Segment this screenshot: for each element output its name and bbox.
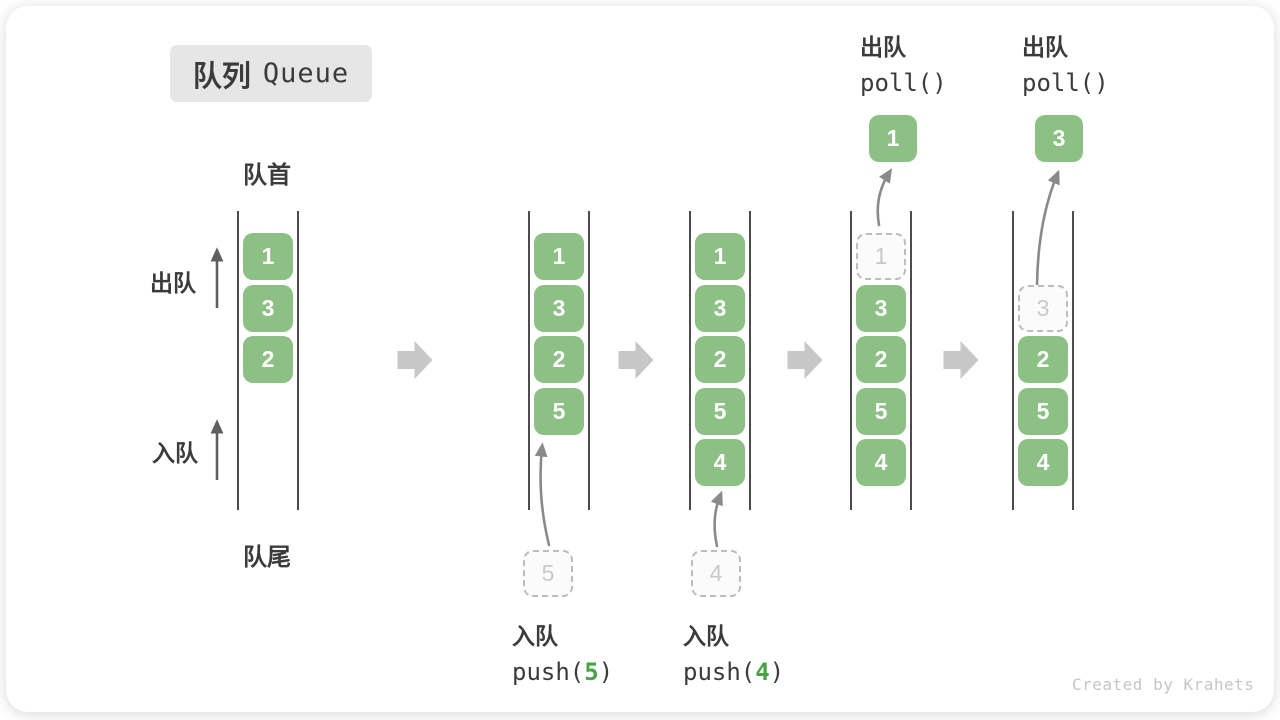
watermark: Created by Krahets [1072,675,1255,694]
enqueue-annotation-1-code: push(5) [512,658,613,686]
enqueue-annotation-1-label: 入队 [512,623,558,649]
dequeue-annotation-1: 出队 poll() [860,28,947,97]
state-transition-arrow-3 [787,341,823,379]
queue-wall-right-state-4-after-poll [910,211,912,510]
code-post: ) [598,658,614,686]
enqueue-annotation-1: 入队 push(5) [512,617,613,686]
incoming-element-4: 4 [691,550,741,597]
dequeue-annotation-2-label: 出队 [1022,34,1068,60]
title-zh: 队列 [192,60,251,93]
queue-slot-solid-4: 4 [856,439,906,486]
dequeue-annotation-1-label: 出队 [860,34,906,60]
queue-slot-solid-3: 3 [243,284,293,332]
queue-front-label: 队首 [243,162,291,189]
polled-element-3: 3 [1035,115,1083,162]
dequeue-annotation-1-code: poll() [860,69,947,97]
incoming-element-5: 5 [523,550,573,597]
code-pre: push( [683,658,756,686]
code-arg: 4 [755,658,770,686]
dequeue-annotation-2-code: poll() [1022,69,1109,97]
enqueue-annotation-2-label: 入队 [683,623,729,649]
queue-wall-left-state-1 [237,211,239,510]
enqueue-label: 入队 [152,440,198,466]
queue-slot-ghost-1: 1 [856,233,906,280]
title-en: Queue [262,58,350,89]
polled-element-1: 1 [869,115,917,162]
enqueue-annotation-2: 入队 push(4) [683,617,784,686]
queue-wall-right-state-1 [297,211,299,510]
state-transition-arrow-1 [397,341,433,379]
queue-slot-solid-1: 1 [695,233,745,280]
queue-slot-solid-4: 4 [1018,439,1068,486]
queue-slot-solid-1: 1 [243,233,293,280]
code-pre: push( [512,658,585,686]
queue-slot-solid-5: 5 [856,387,906,435]
state-transition-arrow-2 [618,341,654,379]
state-transition-arrow-4 [943,341,979,379]
title-badge: 队列 Queue [170,45,372,102]
push-5-arrow [534,442,551,547]
queue-wall-right-state-5-after-poll [1072,211,1074,510]
queue-slot-solid-2: 2 [534,336,584,383]
queue-slot-solid-5: 5 [534,387,584,435]
queue-wall-right-state-2-after-push-5 [588,211,590,510]
queue-slot-solid-4: 4 [695,439,745,486]
queue-wall-left-state-2-after-push-5 [528,211,530,510]
poll-3-arrow [1035,169,1060,287]
poll-1-arrow [876,168,893,227]
code-post: ) [769,658,785,686]
dequeue-label: 出队 [150,270,196,296]
dequeue-annotation-2: 出队 poll() [1022,28,1109,97]
queue-slot-solid-5: 5 [1018,387,1068,435]
queue-slot-solid-2: 2 [856,336,906,383]
queue-wall-left-state-3-after-push-4 [689,211,691,510]
queue-wall-left-state-4-after-poll [850,211,852,510]
queue-slot-solid-2: 2 [695,336,745,383]
queue-slot-solid-3: 3 [695,284,745,332]
enqueue-annotation-2-code: push(4) [683,658,784,686]
queue-rear-label: 队尾 [243,544,291,571]
queue-slot-solid-1: 1 [534,233,584,280]
code-arg: 5 [584,658,599,686]
queue-slot-ghost-3: 3 [1018,284,1068,332]
push-4-arrow [710,490,723,548]
queue-slot-solid-5: 5 [695,387,745,435]
queue-wall-right-state-3-after-push-4 [749,211,751,510]
queue-slot-solid-3: 3 [534,284,584,332]
queue-wall-left-state-5-after-poll [1012,211,1014,510]
queue-slot-solid-2: 2 [1018,336,1068,383]
queue-slot-solid-2: 2 [243,336,293,383]
queue-slot-solid-3: 3 [856,284,906,332]
